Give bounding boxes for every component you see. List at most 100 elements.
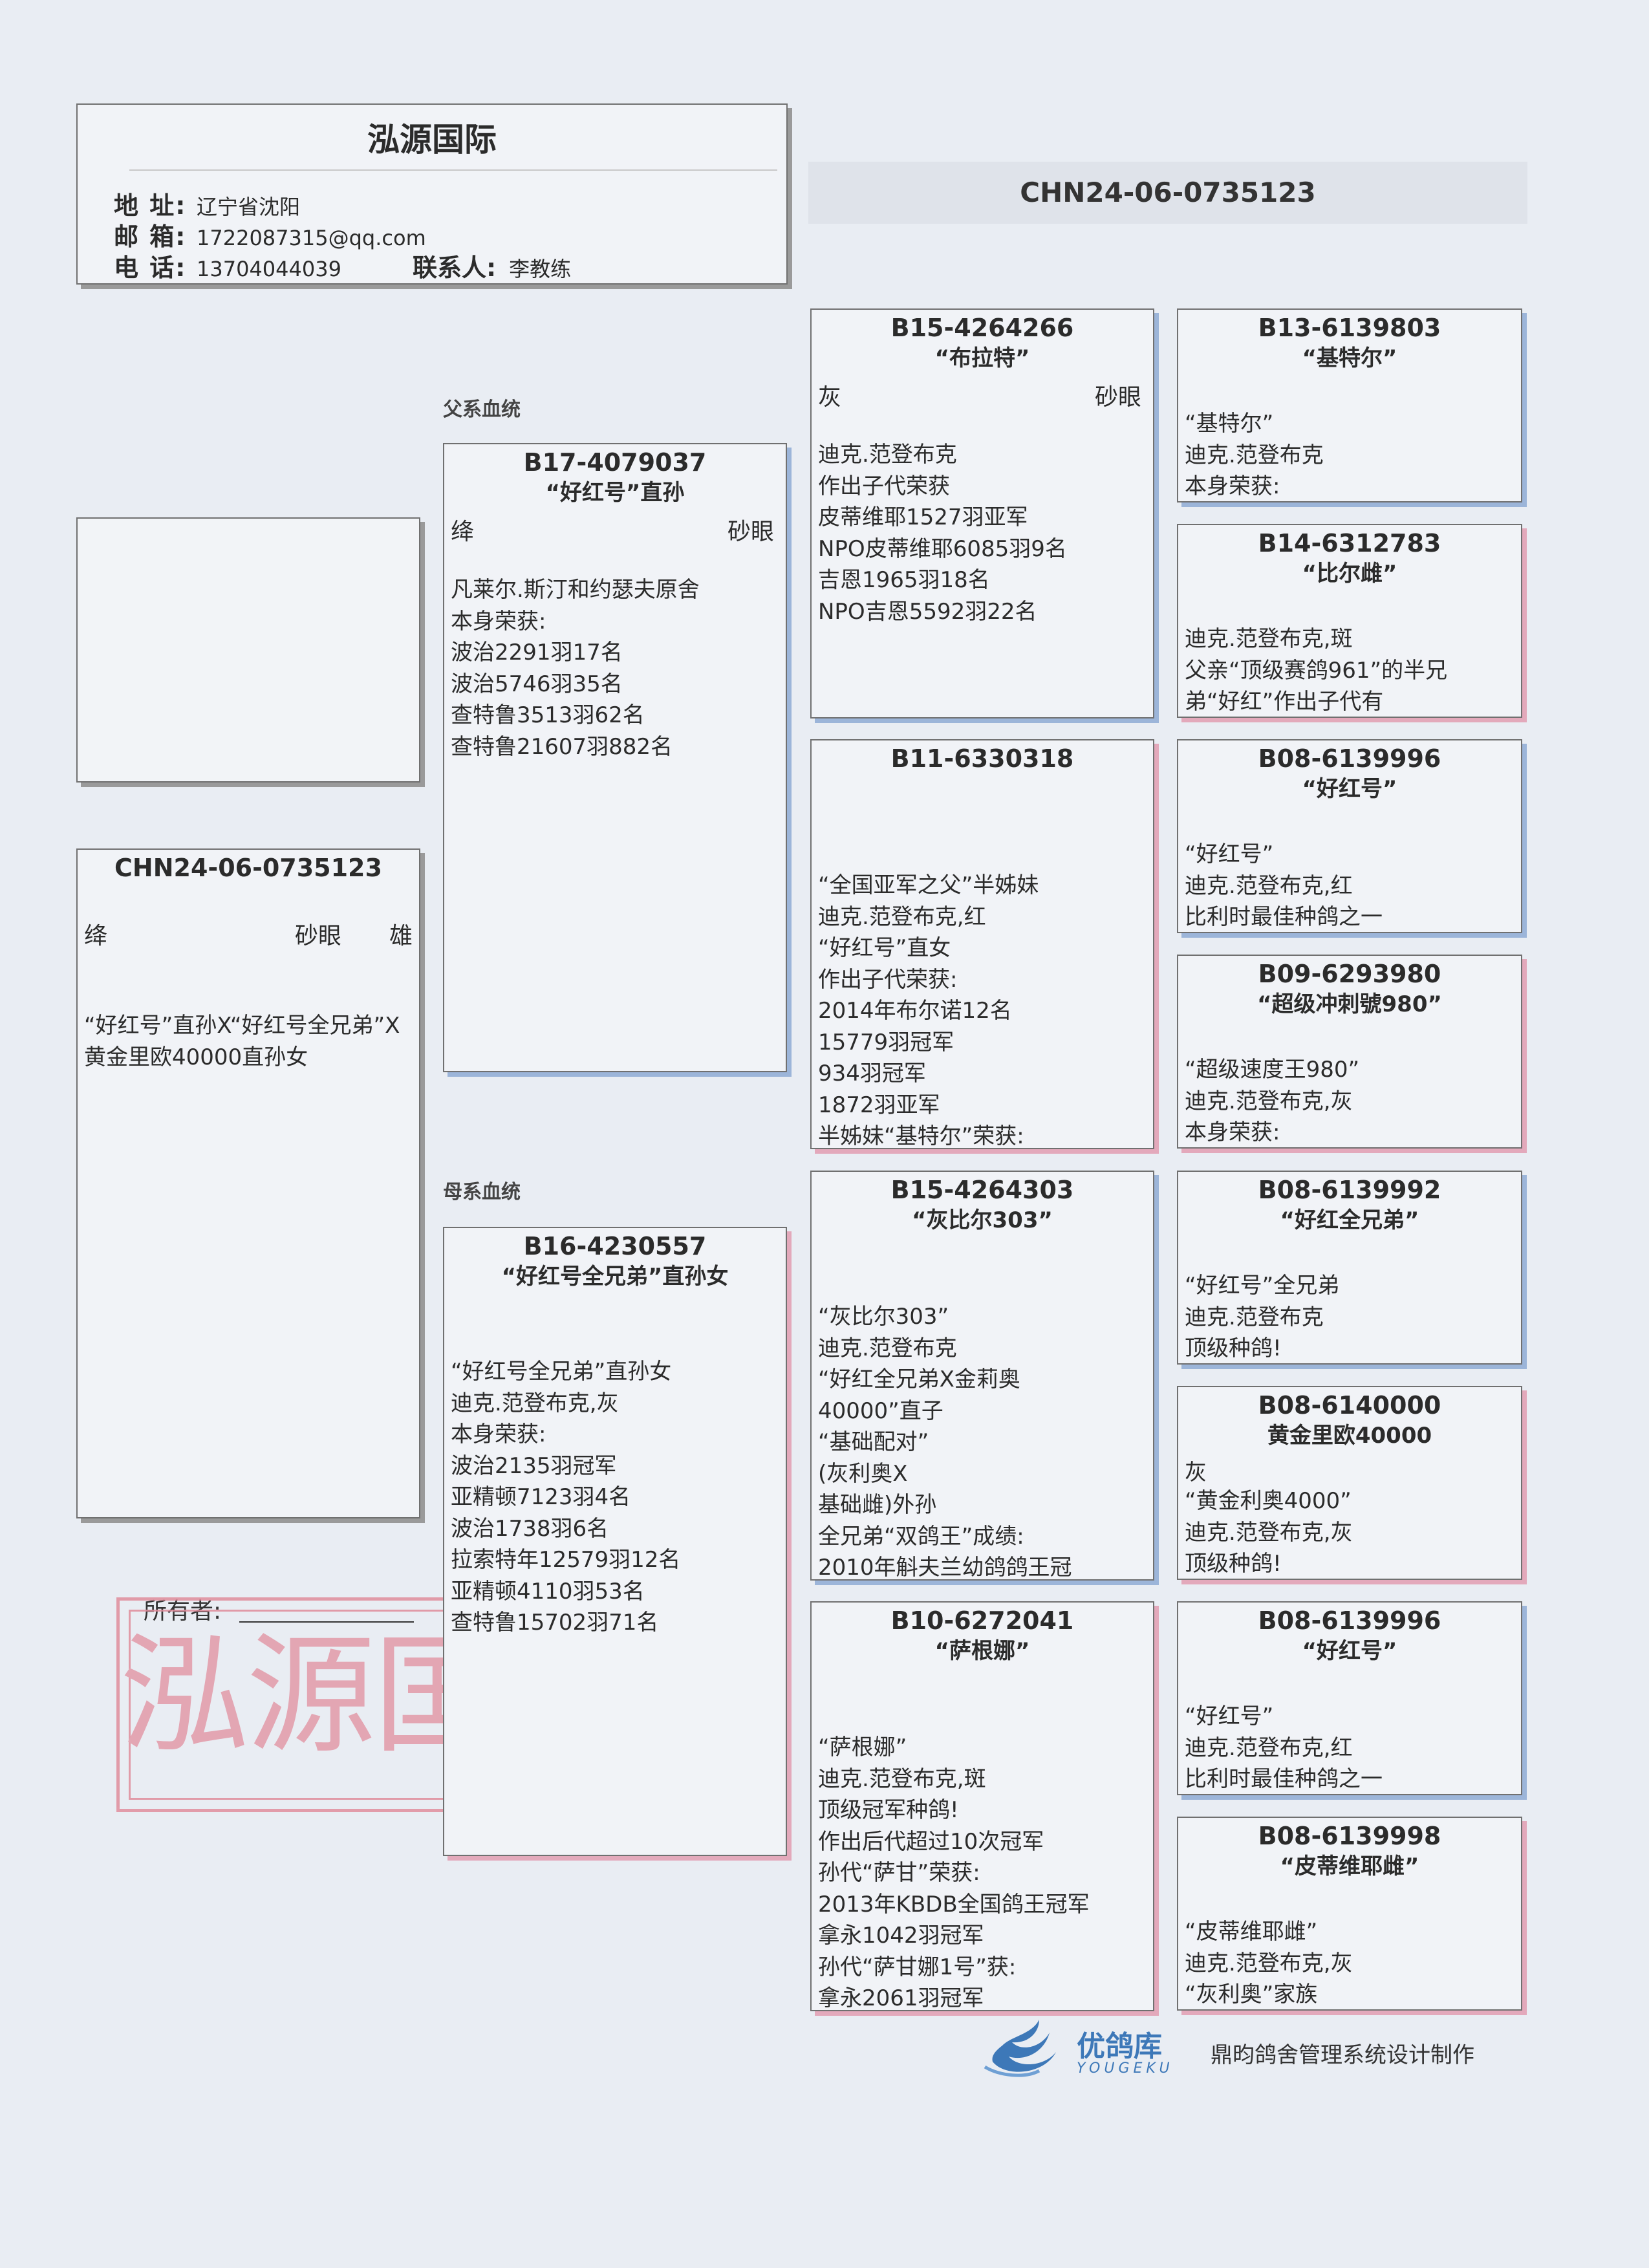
ggp4-note-line: 本身荣获: — [1185, 1119, 1280, 1145]
address-value: 辽宁省沈阳 — [197, 195, 301, 219]
subject-sex: 雄 — [389, 923, 413, 949]
ggp1-ring-number: B13-6139803 — [1258, 314, 1441, 342]
ggp1-note-line: 迪克.范登布克 — [1185, 442, 1324, 468]
gp1-name: “布拉特” — [934, 345, 1030, 371]
ggp5-note-line: 顶级种鸽! — [1185, 1335, 1282, 1361]
gp2-note-line: “全国亚军之父”半姊妹 — [818, 872, 1039, 898]
gp4-note-line: 拿永2061羽冠军 — [818, 1985, 984, 2009]
ggp7-note-line: 迪克.范登布克,红 — [1185, 1734, 1353, 1761]
email-value: 1722087315@qq.com — [197, 226, 426, 250]
dam-note-line: “好红号全兄弟”直孙女 — [451, 1359, 672, 1385]
gp1-note-line: 迪克.范登布克 — [818, 442, 957, 468]
ggp3-note-line: 比利时最佳种鸽之一 — [1185, 904, 1383, 930]
ring-number-banner: CHN24-06-0735123 — [808, 162, 1527, 224]
sire-notes: 凡莱尔.斯汀和约瑟夫原舍 本身荣获: 波治2291羽17名 波治5746羽35名… — [451, 574, 782, 768]
ggp8-notes: “皮蒂维耶雌” 迪克.范登布克,灰 “灰利奥”家族 — [1185, 1916, 1517, 2011]
ggp6-color: 灰 — [1185, 1460, 1207, 1485]
ggp6-notes: “黄金利奥4000” 迪克.范登布克,灰 顶级种鸽! — [1185, 1485, 1517, 1580]
dam-notes: “好红号全兄弟”直孙女 迪克.范登布克,灰 本身荣获: 波治2135羽冠军 亚精… — [451, 1356, 782, 1647]
phone-value: 13704044039 — [197, 257, 341, 281]
dam-ring-number: B16-4230557 — [523, 1232, 707, 1260]
address-label: 地 址: — [114, 191, 187, 220]
gp2-note-line: “好红号”直女 — [818, 935, 951, 961]
ggp8-note-line: “皮蒂维耶雌” — [1185, 1919, 1318, 1945]
gp4-note-line: 孙代“萨甘娜1号”获: — [818, 1954, 1017, 1980]
gp4-note-line: 孙代“萨甘”荣获: — [818, 1860, 980, 1886]
gp3-note-line: 迪克.范登布克 — [818, 1335, 957, 1361]
gp4-note-line: 顶级冠军种鸽! — [818, 1797, 959, 1823]
dam-note-line: 查特鲁15702羽71名 — [451, 1610, 659, 1636]
ggp4-note-line: 迪克.范登布克,灰 — [1185, 1088, 1353, 1114]
gp4-note-line: 迪克.范登布克,斑 — [818, 1766, 986, 1792]
gp1-notes: 迪克.范登布克 作出子代荣获 皮蒂维耶1527羽亚军 NPO皮蒂维耶6085羽9… — [818, 439, 1149, 633]
gp3-note-line: “灰比尔303” — [818, 1304, 949, 1330]
gp3-note-line: (灰利奥X — [818, 1460, 908, 1487]
ggp7-note-line: “好红号” — [1185, 1703, 1274, 1729]
ggp8-note-line: “灰利奥”家族 — [1185, 1982, 1318, 2007]
ggp8-name: “皮蒂维耶雌” — [1280, 1853, 1419, 1879]
ggp2-name: “比尔雌” — [1302, 561, 1397, 587]
ggp6-note-line: 迪克.范登布克,灰 — [1185, 1519, 1353, 1546]
gp4-note-line: 2013年KBDB全国鸽王冠军 — [818, 1891, 1090, 1917]
dam-note-line: 波治1738羽6名 — [451, 1515, 609, 1542]
gp4-notes: “萨根娜” 迪克.范登布克,斑 顶级冠军种鸽! 作出后代超过10次冠军 孙代“萨… — [818, 1732, 1149, 2009]
ggp7-notes: “好红号” 迪克.范登布克,红 比利时最佳种鸽之一 — [1185, 1701, 1517, 1795]
ggp4-card: B09-6293980 “超级冲刺號980” “超级速度王980” 迪克.范登布… — [1177, 955, 1522, 1149]
gp2-note-line: 迪克.范登布克,红 — [818, 903, 986, 930]
sire-card: B17-4079037 “好红号”直孙 绛 砂眼 凡莱尔.斯汀和约瑟夫原舍 本身… — [443, 443, 787, 1072]
gp1-color: 灰 — [818, 384, 842, 411]
dam-line-label: 母系血统 — [443, 1181, 521, 1204]
ggp6-note-line: 顶级种鸽! — [1185, 1551, 1282, 1577]
gp4-note-line: 拿永1042羽冠军 — [818, 1923, 984, 1949]
header-card: 泓源国际 地 址: 辽宁省沈阳 邮 箱: 1722087315@qq.com 电… — [76, 103, 788, 285]
sire-note-line: 本身荣获: — [451, 608, 546, 634]
ggp6-note-line: “黄金利奥4000” — [1185, 1488, 1352, 1514]
ggp8-card: B08-6139998 “皮蒂维耶雌” “皮蒂维耶雌” 迪克.范登布克,灰 “灰… — [1177, 1817, 1522, 2011]
ggp2-note-line: 迪克.范登布克,斑 — [1185, 626, 1353, 652]
sire-line-label: 父系血统 — [443, 398, 521, 421]
ggp1-notes: “基特尔” 迪克.范登布克 本身荣获: — [1185, 408, 1517, 502]
email-label: 邮 箱: — [114, 222, 187, 251]
dam-name: “好红号全兄弟”直孙女 — [501, 1264, 729, 1290]
grandsire-maternal-card: B15-4264303 “灰比尔303” “灰比尔303” 迪克.范登布克 “好… — [810, 1171, 1154, 1581]
gp2-notes: “全国亚军之父”半姊妹 迪克.范登布克,红 “好红号”直女 作出子代荣获: 20… — [818, 870, 1149, 1147]
dam-note-line: 迪克.范登布克,灰 — [451, 1390, 619, 1416]
gp1-note-line: NPO皮蒂维耶6085羽9名 — [818, 535, 1067, 562]
ggp6-ring-number: B08-6140000 — [1258, 1391, 1441, 1420]
gp3-note-line: “基础配对” — [818, 1429, 929, 1455]
granddam-maternal-card: B10-6272041 “萨根娜” “萨根娜” 迪克.范登布克,斑 顶级冠军种鸽… — [810, 1601, 1154, 2011]
subject-ring-number: CHN24-06-0735123 — [114, 854, 382, 882]
dam-note-line: 亚精顿4110羽53名 — [451, 1578, 645, 1604]
ggp2-note-line: 父亲“顶级赛鸽961”的半兄 — [1185, 657, 1448, 684]
sire-name: “好红号”直孙 — [545, 480, 685, 506]
gp3-ring-number: B15-4264303 — [890, 1176, 1074, 1204]
gp2-note-line: 作出子代荣获: — [818, 966, 958, 993]
ggp5-note-line: 迪克.范登布克 — [1185, 1304, 1324, 1330]
ggp6-name: 黄金里欧40000 — [1267, 1423, 1432, 1449]
dam-note-line: 本身荣获: — [451, 1421, 546, 1447]
dam-note-line: 亚精顿7123羽4名 — [451, 1484, 631, 1510]
footer-brand: 优鸽库 — [1077, 2030, 1162, 2063]
ggp5-notes: “好红号”全兄弟 迪克.范登布克 顶级种鸽! — [1185, 1270, 1517, 1365]
ggp5-note-line: “好红号”全兄弟 — [1185, 1273, 1340, 1299]
gp1-note-line: 作出子代荣获 — [818, 473, 950, 499]
ggp3-card: B08-6139996 “好红号” “好红号” 迪克.范登布克,红 比利时最佳种… — [1177, 739, 1522, 933]
gp2-ring-number: B11-6330318 — [890, 744, 1074, 773]
gp3-note-line: 全兄弟“双鸽王”成绩: — [818, 1523, 1024, 1550]
ggp3-note-line: 迪克.范登布克,红 — [1185, 872, 1353, 899]
email-row: 邮 箱: 1722087315@qq.com — [114, 217, 426, 252]
granddam-paternal-card: B11-6330318 “全国亚军之父”半姊妹 迪克.范登布克,红 “好红号”直… — [810, 739, 1154, 1149]
ggp1-card: B13-6139803 “基特尔” “基特尔” 迪克.范登布克 本身荣获: — [1177, 308, 1522, 502]
sire-note-line: 波治2291羽17名 — [451, 640, 623, 665]
ggp1-note-line: “基特尔” — [1185, 411, 1274, 437]
sire-note-line: 凡莱尔.斯汀和约瑟夫原舍 — [451, 577, 700, 603]
dam-note-line: 拉索特年12579羽12名 — [451, 1547, 681, 1573]
ggp4-notes: “超级速度王980” 迪克.范登布克,灰 本身荣获: — [1185, 1054, 1517, 1149]
gp3-note-line: “好红全兄弟X金莉奥 — [818, 1366, 1020, 1392]
pigeon-photo — [76, 517, 420, 783]
contact-label: 联系人: — [412, 254, 497, 282]
gp3-note-line: 2010年斛夫兰幼鸽鸽王冠 — [818, 1555, 1072, 1578]
gp4-name: “萨根娜” — [934, 1638, 1030, 1664]
ggp8-note-line: 迪克.范登布克,灰 — [1185, 1950, 1353, 1976]
gp1-note-line: NPO吉恩5592羽22名 — [818, 598, 1037, 625]
